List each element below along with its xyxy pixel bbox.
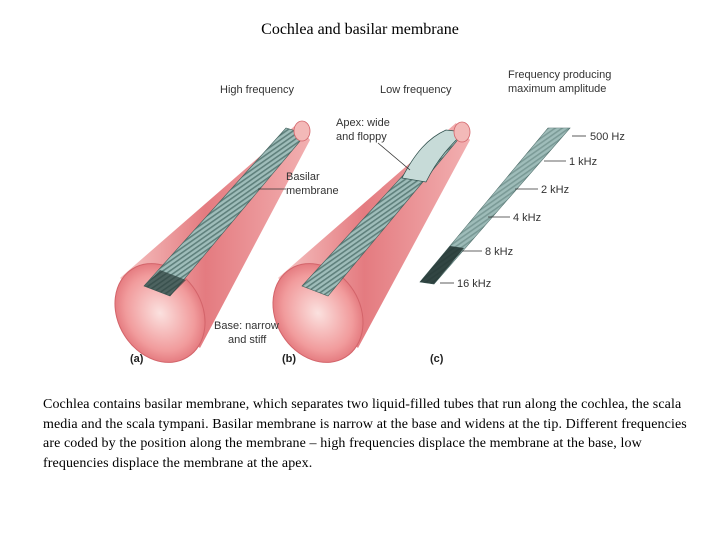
panel-label-b: (b) <box>282 353 296 365</box>
label-basilar-1: Basilar <box>286 171 320 183</box>
label-base-1: Base: narrow <box>214 320 279 332</box>
cochlea-figure: High frequency Low frequency Frequency p… <box>110 58 640 378</box>
label-high-frequency: High frequency <box>220 84 294 96</box>
label-frequency-producing-1: Frequency producing <box>508 69 611 81</box>
panel-label-c: (c) <box>430 353 444 365</box>
panel-label-a: (a) <box>130 353 144 365</box>
cone-a <box>110 121 310 378</box>
label-base-2: and stiff <box>228 334 267 346</box>
cone-b-tip <box>454 122 470 142</box>
leader-apex <box>378 143 410 170</box>
label-low-frequency: Low frequency <box>380 84 452 96</box>
freq-2khz: 2 kHz <box>541 184 569 196</box>
freq-16khz: 16 kHz <box>457 278 491 290</box>
label-frequency-producing-2: maximum amplitude <box>508 83 606 95</box>
label-basilar-2: membrane <box>286 185 339 197</box>
cochlea-diagram: High frequency Low frequency Frequency p… <box>110 58 640 378</box>
page-title: Cochlea and basilar membrane <box>0 21 720 39</box>
freq-500hz: 500 Hz <box>590 131 625 143</box>
label-apex-1: Apex: wide <box>336 117 390 129</box>
figure-caption: Cochlea contains basilar membrane, which… <box>43 395 703 473</box>
cone-a-tip <box>294 121 310 141</box>
freq-8khz: 8 kHz <box>485 246 513 258</box>
label-apex-2: and floppy <box>336 131 387 143</box>
freq-4khz: 4 kHz <box>513 212 541 224</box>
freq-1khz: 1 kHz <box>569 156 597 168</box>
